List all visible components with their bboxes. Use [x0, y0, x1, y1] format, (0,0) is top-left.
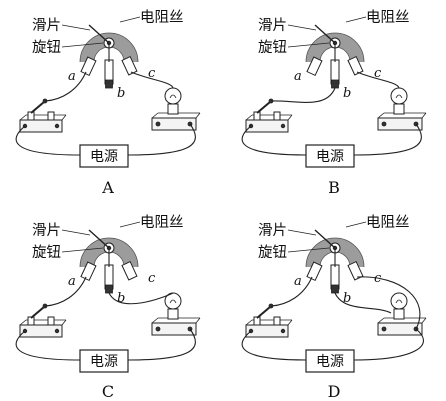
resistance-wire-label: 电阻丝 — [140, 214, 184, 231]
terminal-c-label: c — [374, 66, 382, 81]
panel-letter: C — [102, 382, 114, 401]
terminal-b-label: b — [117, 291, 125, 306]
wire-c — [130, 71, 174, 89]
resistance-wire-label: 电阻丝 — [366, 9, 410, 26]
slider-label: 滑片 — [258, 17, 287, 34]
terminal-a-label: a — [294, 274, 302, 289]
terminal-a-label: a — [68, 69, 76, 84]
power-label: 电源 — [316, 354, 344, 370]
terminal-b-label: b — [343, 291, 351, 306]
potentiometer — [80, 230, 138, 293]
slider-label: 滑片 — [258, 222, 287, 239]
panel-letter: A — [101, 178, 114, 197]
terminal-b-label: b — [343, 86, 351, 101]
panel-letter: D — [328, 382, 341, 401]
power-label: 电源 — [316, 149, 344, 165]
switch — [245, 98, 293, 133]
panel-c: 电源 滑片 旋钮 电阻丝 a b c C — [15, 214, 201, 401]
power-box — [305, 144, 355, 168]
potentiometer — [80, 25, 138, 88]
panel-a: 电源 滑片 旋钮 电阻丝 a b c A — [15, 9, 201, 197]
panel-b: 电源 滑片 旋钮 电阻丝 a b c B — [241, 9, 427, 197]
switch — [245, 303, 293, 338]
switch — [19, 303, 67, 338]
terminal-c-label: c — [148, 271, 156, 286]
bulb — [377, 292, 427, 336]
bulb — [151, 87, 201, 131]
power-label: 电源 — [90, 149, 118, 165]
bulb — [377, 87, 427, 131]
power-box — [79, 144, 129, 168]
slider-label: 滑片 — [32, 222, 61, 239]
potentiometer — [306, 25, 364, 88]
panel-d: 电源 滑片 旋钮 电阻丝 a b c D — [241, 214, 427, 401]
switch — [19, 98, 67, 133]
resistance-wire-label: 电阻丝 — [140, 9, 184, 26]
slider-label: 滑片 — [32, 17, 61, 34]
panel-letter: B — [328, 178, 340, 197]
wire-b — [108, 292, 174, 305]
knob-label: 旋钮 — [32, 244, 61, 261]
bulb — [151, 292, 201, 336]
terminal-a-label: a — [294, 69, 302, 84]
wire-loop — [15, 328, 196, 361]
wire-loop — [241, 123, 422, 156]
knob-label: 旋钮 — [258, 244, 287, 261]
wire-loop — [15, 123, 196, 156]
potentiometer — [306, 230, 364, 293]
wire-b — [334, 292, 392, 314]
power-label: 电源 — [90, 354, 118, 370]
wire-b — [270, 87, 336, 103]
power-box — [305, 349, 355, 373]
terminal-a-label: a — [68, 274, 76, 289]
knob-label: 旋钮 — [32, 39, 61, 56]
wire-a — [44, 71, 87, 102]
terminal-c-label: c — [374, 271, 382, 286]
wire-c — [356, 276, 421, 330]
terminal-c-label: c — [148, 66, 156, 81]
wire-loop — [241, 328, 424, 361]
wire-a — [270, 276, 313, 307]
resistance-wire-label: 电阻丝 — [366, 214, 410, 231]
knob-label: 旋钮 — [258, 39, 287, 56]
wire-c — [356, 71, 400, 89]
wire-a — [44, 276, 87, 307]
power-box — [79, 349, 129, 373]
terminal-b-label: b — [117, 86, 125, 101]
